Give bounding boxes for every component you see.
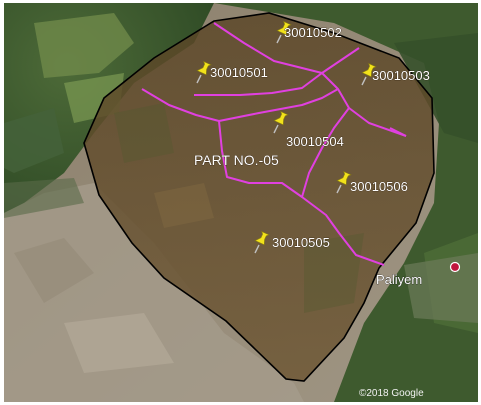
plot-boundary-line[interactable] xyxy=(321,47,360,74)
forest-patch xyxy=(394,33,478,143)
pushpin-icon[interactable] xyxy=(254,230,270,254)
plot-label[interactable]: 30010504 xyxy=(286,134,344,150)
plot-boundary-line[interactable] xyxy=(213,22,323,74)
pushpin-needle xyxy=(254,244,260,254)
plot-boundary-line[interactable] xyxy=(218,88,339,122)
barren-patch xyxy=(14,238,94,303)
sub-plot-boundaries xyxy=(141,22,407,266)
pushpin-icons xyxy=(196,20,377,254)
barren-patch xyxy=(64,313,174,373)
field-patch xyxy=(34,13,134,78)
map-canvas: 30010502 30010501 30010503 30010504 3001… xyxy=(4,3,478,402)
place-marker-icon[interactable] xyxy=(449,261,461,273)
place-label[interactable]: Paliyem xyxy=(376,272,423,288)
pushpin-head xyxy=(273,110,289,126)
part-label: PART NO.-05 xyxy=(194,152,279,168)
vegetation-texture xyxy=(114,103,174,163)
plot-label[interactable]: 30010502 xyxy=(284,25,342,41)
pushpin-head xyxy=(196,60,212,76)
pushpin-head xyxy=(254,230,270,246)
pushpin-needle xyxy=(336,184,342,194)
plot-boundary-line[interactable] xyxy=(389,127,407,137)
pushpin-needle xyxy=(273,124,279,134)
pushpin-head xyxy=(361,62,377,78)
pushpin-needle xyxy=(276,34,282,44)
plot-boundary-line[interactable] xyxy=(141,88,220,122)
plot-boundary-line[interactable] xyxy=(301,107,350,198)
pushpin-icon[interactable] xyxy=(361,62,377,86)
vegetation-texture xyxy=(304,233,364,313)
pushpin-icon[interactable] xyxy=(273,110,289,134)
forest-patch xyxy=(4,108,64,173)
scrub-patch xyxy=(4,178,84,218)
plot-boundary-line[interactable] xyxy=(194,72,323,96)
map-copyright: ©2018 Google xyxy=(359,388,424,399)
pushpin-needle xyxy=(361,76,367,86)
plot-label[interactable]: 30010503 xyxy=(372,68,430,84)
pushpin-icon[interactable] xyxy=(336,170,352,194)
settlement-area xyxy=(404,253,478,323)
pushpin-icon[interactable] xyxy=(276,20,292,44)
pushpin-head xyxy=(336,170,352,186)
pushpin-needle xyxy=(196,74,202,84)
satellite-map[interactable]: 30010502 30010501 30010503 30010504 3001… xyxy=(4,3,478,402)
plot-label[interactable]: 30010501 xyxy=(210,65,268,81)
plot-boundary-line[interactable] xyxy=(218,120,385,266)
plot-label[interactable]: 30010506 xyxy=(350,179,408,195)
ground-texture xyxy=(154,183,214,228)
pushpin-head xyxy=(276,20,292,36)
pushpin-icon[interactable] xyxy=(196,60,212,84)
plot-label[interactable]: 30010505 xyxy=(272,235,330,251)
